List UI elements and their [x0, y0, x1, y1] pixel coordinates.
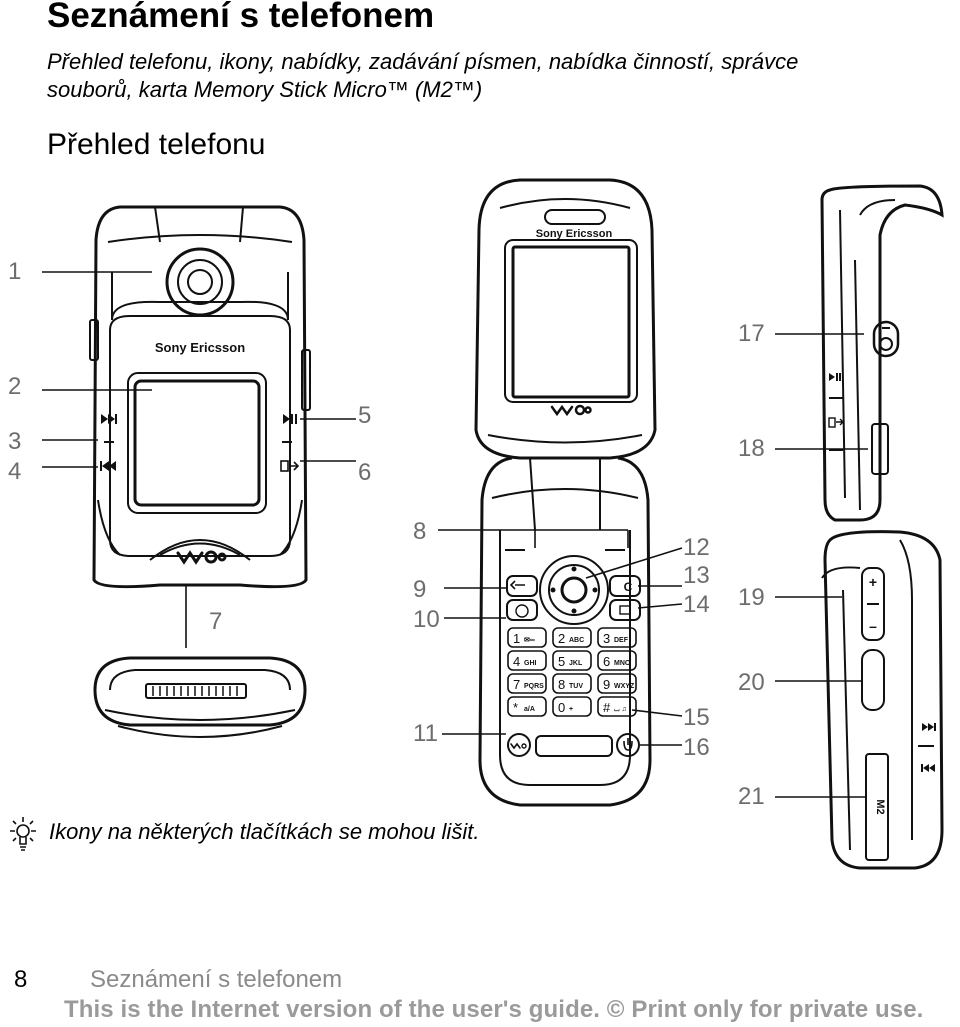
open-phone: C	[474, 178, 657, 807]
keypad-key-11: 0+	[552, 696, 592, 717]
keypad-key-2: 2 ABC	[552, 627, 592, 648]
callout-3: 3	[8, 428, 22, 455]
keypad-letters: a/A	[524, 706, 535, 713]
keypad-letters: ⌴ ♫	[614, 706, 627, 713]
keypad-key-9: 9 WXYZ	[597, 673, 637, 694]
activity-menu-icon	[280, 460, 300, 472]
svg-text:+: +	[869, 574, 877, 590]
keypad-letters: GHI	[524, 660, 537, 667]
callout-11: 11	[413, 720, 438, 747]
keypad-letters: JKL	[569, 660, 583, 667]
page-number: 8	[14, 966, 28, 993]
closed-phone-brand: Sony Ericsson	[155, 340, 245, 355]
callout-19: 19	[738, 584, 765, 611]
callout-13: 13	[683, 562, 710, 589]
callout-5: 5	[358, 402, 372, 429]
keypad-letters: MNO	[614, 660, 631, 667]
walkman-logo-icon	[176, 550, 227, 565]
svg-text:C: C	[624, 580, 633, 594]
keypad-key-3: 3 DEF	[597, 627, 637, 648]
keypad-digit: 7	[513, 677, 520, 692]
play-pause-icon	[283, 414, 297, 424]
callout-21: 21	[738, 783, 765, 810]
callout-17: 17	[738, 320, 765, 347]
tip-note: Ikony na některých tlačítkách se mohou l…	[49, 819, 480, 844]
keypad-digit: 4	[513, 654, 520, 669]
keypad-letters: +	[569, 706, 573, 713]
footer-disclaimer: This is the Internet version of the user…	[64, 996, 924, 1023]
keypad-letters: ✉∞	[524, 637, 535, 644]
subtitle-line-2: souborů, karta Memory Stick Micro™ (M2™)	[47, 77, 483, 102]
callout-1: 1	[8, 258, 22, 285]
keypad-digit: #	[603, 700, 611, 715]
callout-8: 8	[413, 518, 427, 545]
phone-side-view-lower: + –	[821, 530, 944, 870]
keypad-letters: WXYZ	[614, 683, 635, 690]
keypad-digit: 0	[558, 700, 565, 715]
callout-16: 16	[683, 734, 710, 761]
subtitle-line-1: Přehled telefonu, ikony, nabídky, zadává…	[47, 49, 799, 74]
page-title: Seznámení s telefonem	[47, 0, 435, 35]
callout-18: 18	[738, 435, 765, 462]
play-pause-icon	[829, 373, 841, 381]
keypad-digit: 3	[603, 631, 610, 646]
keypad-digit: 2	[558, 631, 565, 646]
callout-12: 12	[683, 534, 710, 561]
next-track-icon	[101, 414, 117, 424]
keypad-key-1: 1 ✉∞	[507, 627, 547, 648]
callout-20: 20	[738, 669, 765, 696]
callout-10: 10	[413, 606, 440, 633]
phone-side-view-upper	[820, 184, 944, 522]
activity-menu-icon	[828, 417, 844, 428]
walkman-logo-icon	[510, 404, 592, 750]
callout-6: 6	[358, 459, 372, 486]
keypad-key-6: 6 MNO	[597, 650, 637, 671]
keypad-digit: 8	[558, 677, 565, 692]
keypad-key-12: #⌴ ♫	[597, 696, 637, 717]
previous-track-icon	[921, 764, 935, 772]
page-subtitle: Přehled telefonu, ikony, nabídky, zadává…	[47, 48, 947, 104]
callout-7: 7	[209, 608, 223, 635]
callout-14: 14	[683, 591, 710, 618]
closed-phone-bottom	[93, 656, 307, 738]
keypad-letters: TUV	[569, 683, 583, 690]
callout-2: 2	[8, 373, 22, 400]
svg-text:–: –	[869, 618, 877, 634]
keypad-letters: DEF	[614, 637, 629, 644]
keypad-digit: 9	[603, 677, 610, 692]
next-track-icon	[922, 723, 936, 731]
keypad-digit: 6	[603, 654, 610, 669]
callout-4: 4	[8, 458, 22, 485]
lightbulb-icon	[10, 817, 36, 851]
previous-track-icon	[100, 461, 116, 471]
keypad-digit: 1	[513, 631, 520, 646]
callout-15: 15	[683, 704, 710, 731]
keypad-key-4: 4 GHI	[507, 650, 547, 671]
section-heading: Přehled telefonu	[47, 128, 266, 161]
footer-section-title: Seznámení s telefonem	[90, 966, 343, 993]
keypad-letters: PQRS	[524, 683, 544, 690]
keypad-key-8: 8 TUV	[552, 673, 592, 694]
closed-phone-front	[89, 205, 311, 589]
callout-9: 9	[413, 576, 427, 603]
keypad: 1 ✉∞ 2 ABC 3 DEF 4 GHI 5 JKL 6 MNO 7 PQRS 8 TUV 9 WXYZ * a/…	[507, 627, 637, 717]
open-phone-brand: Sony Ericsson	[536, 228, 613, 240]
keypad-letters: ABC	[569, 637, 584, 644]
memory-stick-slot-label: M2	[874, 799, 886, 814]
callout-leader-lines	[42, 271, 868, 798]
keypad-digit: 5	[558, 654, 565, 669]
keypad-key-7: 7 PQRS	[507, 673, 547, 694]
keypad-digit: *	[513, 700, 518, 715]
keypad-key-5: 5 JKL	[552, 650, 592, 671]
keypad-key-10: * a/A	[507, 696, 547, 717]
